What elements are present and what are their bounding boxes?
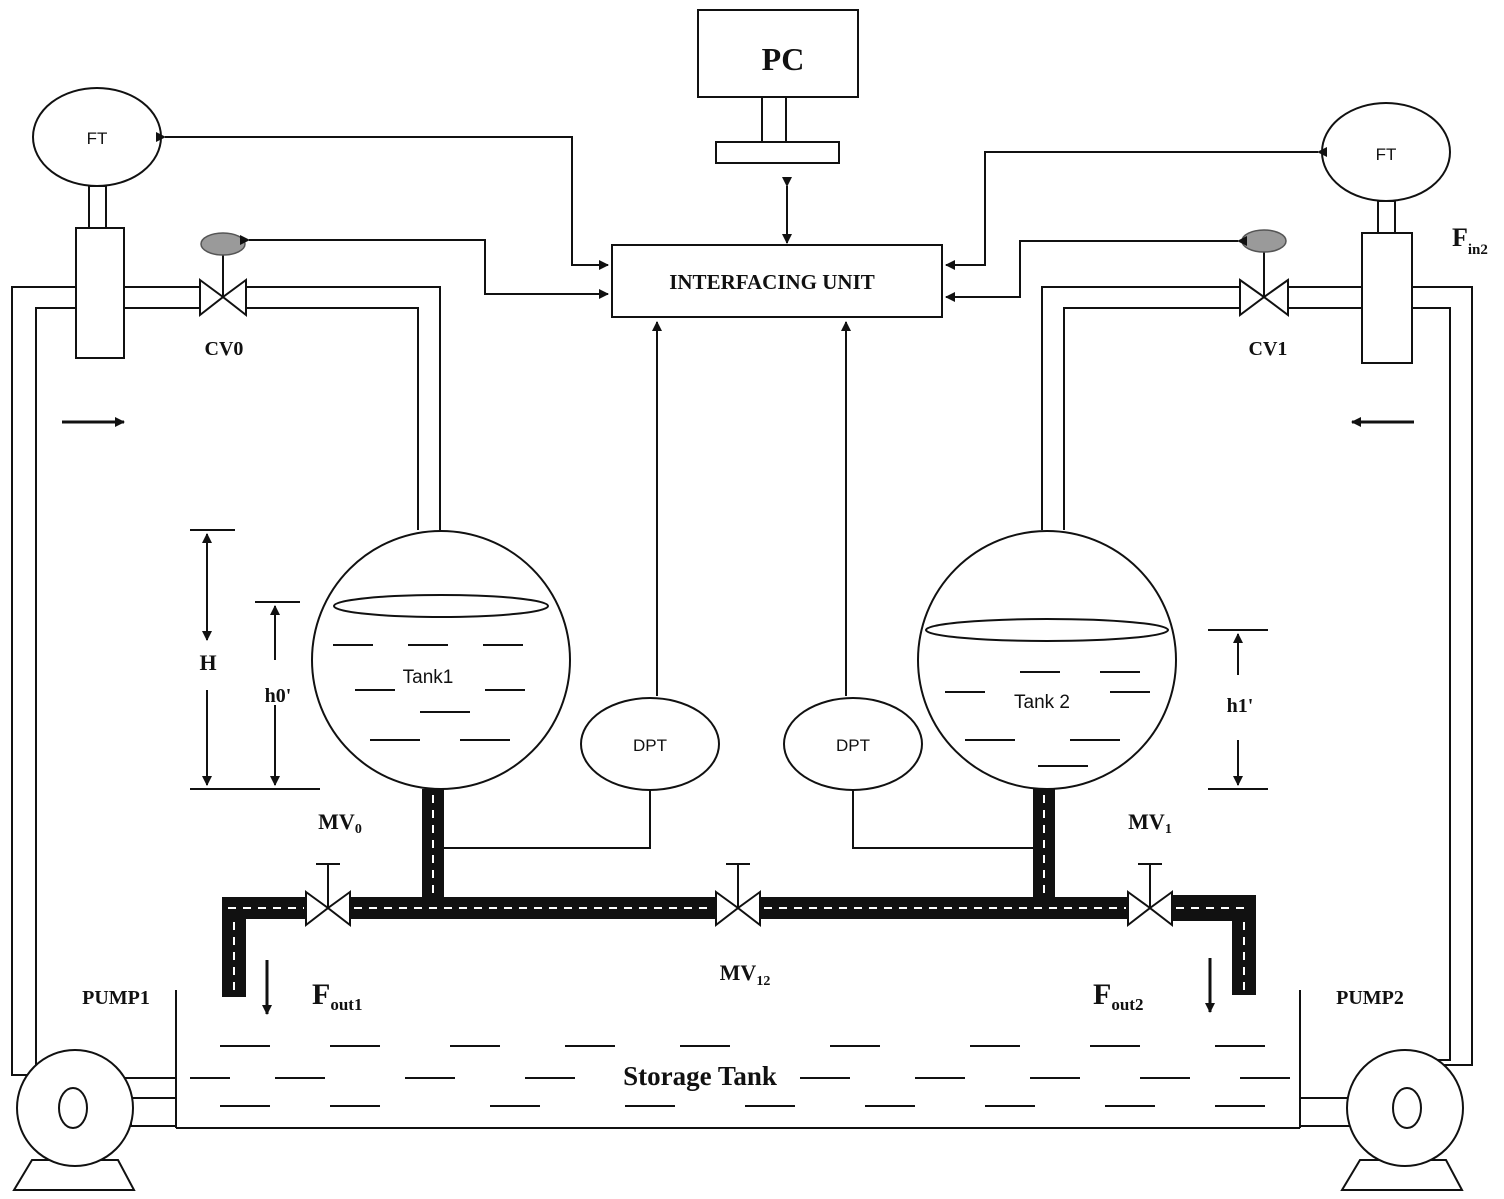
manual-valve-mv1 bbox=[1127, 863, 1173, 928]
pipe-fluid-dashes bbox=[228, 795, 1245, 995]
mv0-label: MV0 bbox=[318, 809, 362, 837]
manual-valve-mv0 bbox=[305, 863, 351, 928]
ft-right-label: FT bbox=[1376, 145, 1397, 164]
tank2-label: Tank 2 bbox=[1014, 692, 1070, 713]
cv1-label: CV1 bbox=[1249, 338, 1288, 360]
fout1-label: Fout1 bbox=[312, 978, 362, 1014]
dpt-right bbox=[783, 697, 923, 791]
control-valve-cv1 bbox=[1239, 229, 1289, 317]
ft-left-label: FT bbox=[87, 129, 108, 148]
pc-computer-icon bbox=[697, 9, 859, 164]
pump-2 bbox=[1299, 1049, 1464, 1191]
pc-label: PC bbox=[762, 41, 805, 77]
flow-meter-left bbox=[75, 227, 125, 359]
tank-2 bbox=[917, 530, 1177, 790]
cv0-label: CV0 bbox=[205, 338, 244, 360]
tank1-label: Tank1 bbox=[403, 667, 454, 688]
interfacing-unit-box bbox=[611, 244, 943, 318]
mv12-label: MV12 bbox=[720, 960, 771, 989]
pump2-label: PUMP2 bbox=[1336, 987, 1404, 1009]
fout2-label: Fout2 bbox=[1093, 978, 1143, 1014]
dpt-left-label: DPT bbox=[633, 736, 667, 755]
dpt-left bbox=[580, 697, 720, 791]
control-valve-cv0 bbox=[199, 232, 247, 318]
h-total-label: H bbox=[199, 650, 216, 675]
ft-right-stem bbox=[1377, 200, 1396, 234]
flow-meter-right bbox=[1361, 232, 1413, 364]
h1-label: h1' bbox=[1227, 695, 1254, 717]
tank-1 bbox=[311, 530, 571, 790]
h0-label: h0' bbox=[265, 685, 292, 707]
storage-tank-fluid-lines bbox=[190, 1045, 1290, 1107]
dpt-right-label: DPT bbox=[836, 736, 870, 755]
storage-tank-label: Storage Tank bbox=[623, 1061, 777, 1091]
fin2-label: Fin2 bbox=[1452, 223, 1488, 258]
signal-lines bbox=[156, 132, 1327, 849]
mv1-label: MV1 bbox=[1128, 809, 1172, 837]
pump-1 bbox=[12, 1049, 177, 1191]
interfacing-unit-label: INTERFACING UNIT bbox=[669, 270, 875, 294]
height-markers bbox=[190, 529, 1268, 790]
outlet-pipes bbox=[222, 789, 1256, 997]
manual-valve-mv12 bbox=[715, 863, 761, 928]
ft-left-stem bbox=[88, 185, 107, 229]
pump1-label: PUMP1 bbox=[82, 987, 150, 1009]
